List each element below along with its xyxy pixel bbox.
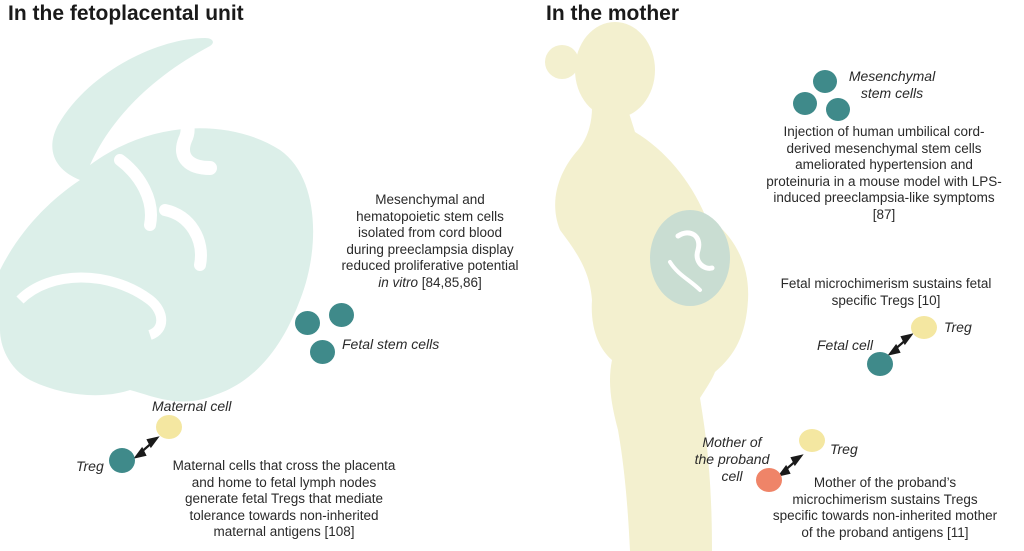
womb-illustration	[650, 210, 730, 306]
stem-text-line-refs: in vitro [84,85,86]	[300, 275, 560, 292]
fetal-stem-cell-dot	[295, 311, 320, 335]
treg-cell-dot	[109, 448, 135, 473]
maternal-cells-text: Maternal cells that cross the placenta a…	[152, 458, 416, 541]
proband-microchimerism-text: Mother of the proband’s microchimerism s…	[752, 475, 1018, 541]
treg-label: Treg	[76, 458, 104, 474]
msc-text-line: [87]	[872, 206, 896, 222]
msc-text-line: proteinuria in a mouse model with LPS-	[766, 173, 1002, 189]
mop-label-line: the proband	[694, 451, 770, 467]
msc-text-line: ameliorated hypertension and	[795, 157, 973, 172]
mop-label-line: cell	[721, 468, 743, 484]
stem-text-refs: [84,85,86]	[417, 274, 482, 290]
fetus-belly	[16, 272, 167, 340]
msc-dot	[793, 92, 817, 115]
msc-text-line: derived mesenchymal stem cells	[786, 140, 982, 156]
mother-head	[575, 22, 655, 118]
fetus-limb-2	[159, 204, 207, 271]
msc-text-line: Injection of human umbilical cord-	[783, 124, 985, 139]
treg-dot-fetal	[911, 316, 937, 339]
msc-dot	[813, 70, 837, 93]
fetal-microchimerism-text: Fetal microchimerism sustains fetal spec…	[756, 276, 1016, 309]
treg-dot-proband	[799, 429, 825, 452]
mop-label-line: Mother of	[702, 434, 762, 450]
fetal-stem-cells-label: Fetal stem cells	[342, 336, 440, 352]
msc-label: Mesenchymal stem cells	[838, 68, 946, 102]
maternal-cell-label: Maternal cell	[152, 398, 232, 414]
maternal-cell-dot	[156, 415, 182, 439]
fetoplacental-illustration	[0, 38, 314, 402]
maternal-text-line: maternal antigens [108]	[213, 524, 355, 539]
mother-bun	[545, 45, 579, 79]
in-vitro-italic: in vitro	[378, 274, 418, 290]
stem-text-line: hematopoietic stem cells	[356, 208, 504, 224]
stem-text-line: Mesenchymal and	[375, 192, 485, 207]
stem-cells-text: Mesenchymal and hematopoietic stem cells…	[300, 192, 560, 291]
maternal-text-line: tolerance towards non-inherited	[189, 507, 379, 523]
treg-label-proband: Treg	[830, 441, 858, 457]
right-heading: In the mother	[546, 2, 680, 25]
arrows	[133, 333, 914, 477]
fetus-highlight	[143, 100, 217, 175]
proband-text-line: specific towards non-inherited mother	[772, 508, 998, 523]
msc-label-line: stem cells	[860, 85, 924, 101]
mother-arm	[562, 150, 630, 290]
msc-text-line: induced preeclampsia-like symptoms	[773, 190, 995, 205]
msc-dot	[826, 98, 850, 121]
maternal-text-line: and home to fetal lymph nodes	[191, 474, 377, 490]
stem-text-line: during preeclampsia display	[346, 241, 514, 257]
msc-label-line: Mesenchymal	[848, 68, 936, 84]
fetal-stem-cell-dot	[329, 303, 354, 327]
mother-proband-cell-dot	[756, 468, 782, 492]
fmc-text-line: specific Tregs [10]	[831, 292, 941, 308]
fetal-cell-label: Fetal cell	[817, 337, 874, 353]
left-heading: In the fetoplacental unit	[8, 2, 244, 25]
proband-text-line: microchimerism sustains Tregs	[792, 491, 978, 507]
fmc-text-line: Fetal microchimerism sustains fetal	[780, 276, 992, 291]
fetal-stem-cell-dot	[310, 340, 335, 364]
treg-label-fetal: Treg	[944, 319, 972, 335]
mother-of-proband-label: Mother of the proband cell	[694, 434, 770, 485]
stem-text-line: isolated from cord blood	[357, 225, 503, 240]
stem-text-line: reduced proliferative potential	[341, 258, 519, 273]
fetus-limb-1	[114, 154, 157, 231]
proband-text-line: of the proband antigens [11]	[801, 524, 969, 540]
proband-text-line: Mother of the proband’s	[813, 475, 957, 490]
maternal-text-line: generate fetal Tregs that mediate	[184, 491, 384, 506]
fetal-cell-dot	[867, 352, 893, 376]
maternal-text-line: Maternal cells that cross the placenta	[172, 458, 396, 473]
msc-injection-text: Injection of human umbilical cord- deriv…	[752, 124, 1016, 223]
